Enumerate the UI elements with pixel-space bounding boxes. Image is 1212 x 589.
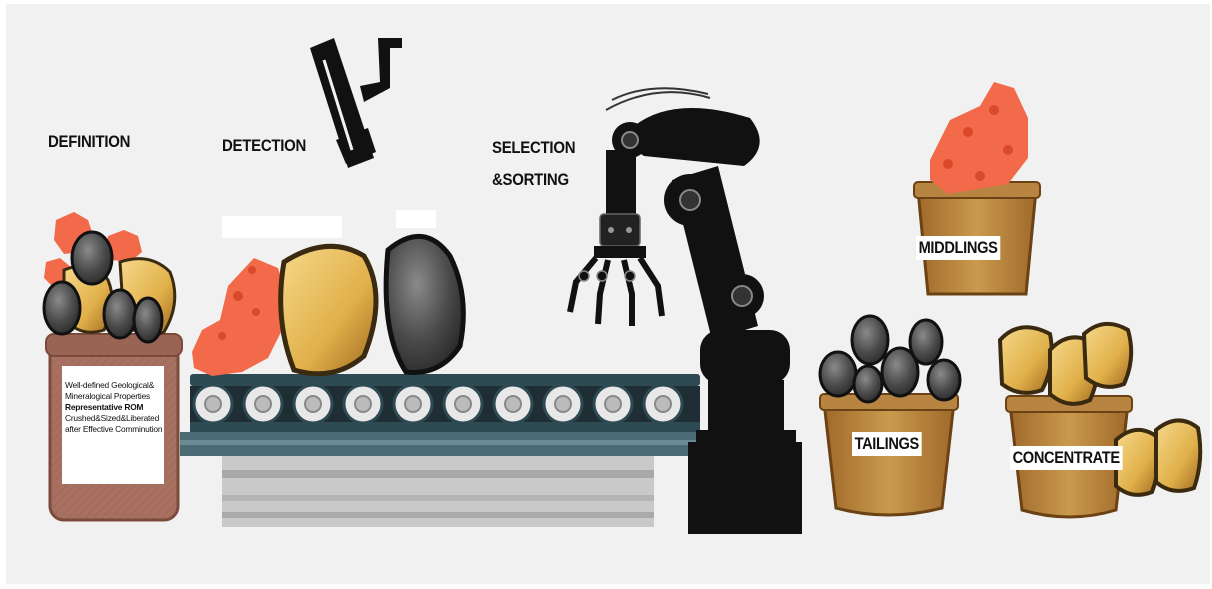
- definition-line: Mineralogical Properties: [65, 391, 162, 402]
- stage-label-selection: SELECTION: [492, 138, 575, 158]
- definition-description: Well-defined Geological& Mineralogical P…: [62, 366, 164, 484]
- definition-line: Well-defined Geological&: [65, 380, 162, 391]
- definition-line-emphasis: Representative ROM: [65, 402, 162, 413]
- belt-waste-rock: [386, 236, 463, 372]
- belt-gold-rock: [281, 246, 376, 373]
- stage-label-sorting: &SORTING: [492, 170, 569, 190]
- blank-tag: [396, 210, 436, 228]
- middlings-label: MIDDLINGS: [916, 236, 1000, 260]
- stage-label-detection: DETECTION: [222, 136, 306, 156]
- tailings-label: TAILINGS: [852, 432, 922, 456]
- stage-label-definition: DEFINITION: [48, 132, 130, 152]
- blank-tag: [222, 216, 342, 238]
- definition-line: Crushed&Sized&Liberated: [65, 413, 162, 424]
- concentrate-label: CONCENTRATE: [1010, 446, 1122, 470]
- definition-line: after Effective Comminution: [65, 424, 162, 435]
- conveyor-base: [222, 455, 654, 527]
